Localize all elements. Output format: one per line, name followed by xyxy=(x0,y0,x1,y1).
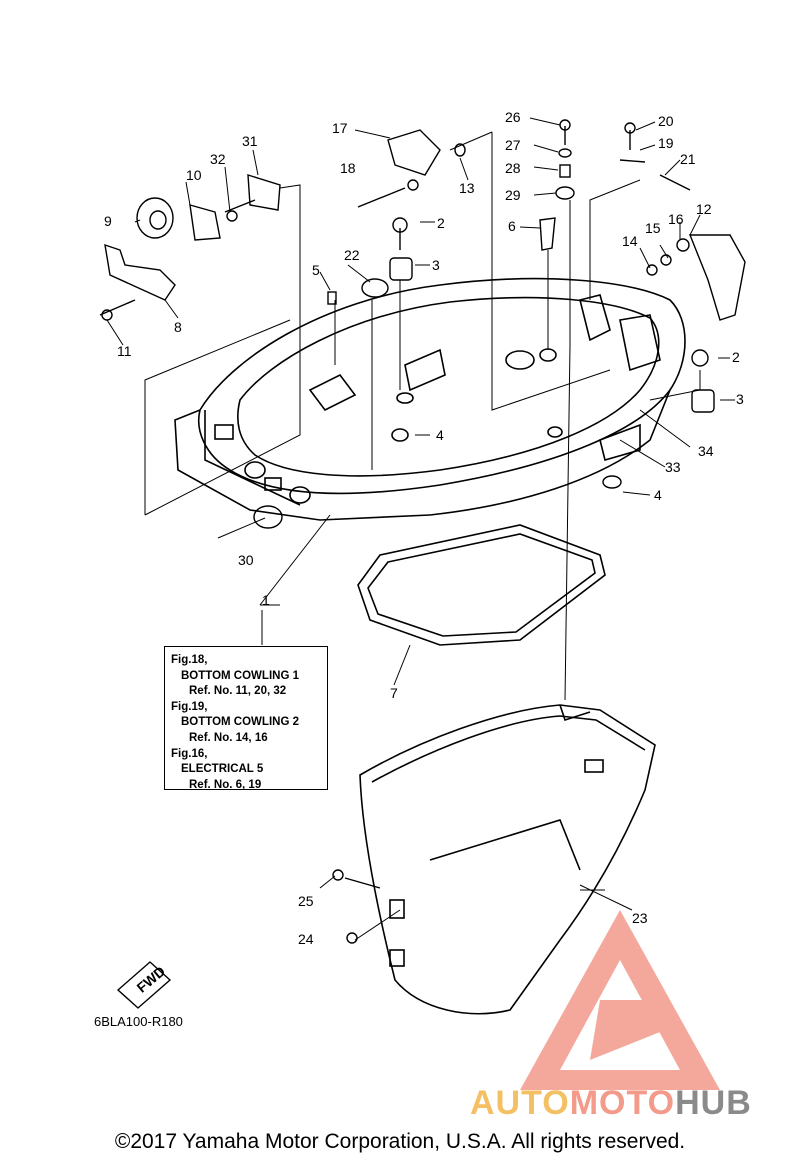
ref-line: Ref. No. 14, 16 xyxy=(189,731,268,744)
callout-31: 31 xyxy=(242,133,258,149)
callout-9: 9 xyxy=(104,213,112,229)
watermark-moto: MOTO xyxy=(569,1084,676,1122)
callout-2: 2 xyxy=(437,215,445,231)
callout-13: 13 xyxy=(459,180,475,196)
bottom-cowling-body xyxy=(174,277,686,521)
watermark-auto: AUTO xyxy=(470,1084,570,1122)
callout-23: 23 xyxy=(632,910,648,926)
callout-19: 19 xyxy=(658,135,674,151)
ref-line: Ref. No. 6, 19 xyxy=(189,778,262,791)
callout-17: 17 xyxy=(332,120,348,136)
callout-25: 25 xyxy=(298,893,314,909)
callout-33: 33 xyxy=(665,459,681,475)
callout-22: 22 xyxy=(344,247,360,263)
diagram-part-code: 6BLA100-R180 xyxy=(94,1014,183,1029)
callout-32: 32 xyxy=(210,151,226,167)
lower-cover-23 xyxy=(359,704,656,1015)
callout-4: 4 xyxy=(436,427,444,443)
callout-18: 18 xyxy=(340,160,356,176)
callout-4: 4 xyxy=(654,487,662,503)
callout-34: 34 xyxy=(698,443,714,459)
fwd-arrow-icon: FWD xyxy=(116,961,172,1009)
watermark-text: AUTOMOTOHUB xyxy=(470,1084,752,1123)
leader-lines xyxy=(106,117,735,941)
callout-3: 3 xyxy=(736,391,744,407)
callout-30: 30 xyxy=(238,552,254,568)
callout-15: 15 xyxy=(645,220,661,236)
small-parts xyxy=(99,119,746,944)
callout-16: 16 xyxy=(668,211,684,227)
callout-2: 2 xyxy=(732,349,740,365)
callout-8: 8 xyxy=(174,319,182,335)
callout-24: 24 xyxy=(298,931,314,947)
callout-21: 21 xyxy=(680,151,696,167)
callout-6: 6 xyxy=(508,218,516,234)
ref-line: Ref. No. 11, 20, 32 xyxy=(189,685,287,698)
ref-line: BOTTOM COWLING 1 xyxy=(181,669,299,682)
ref-line: ELECTRICAL 5 xyxy=(181,763,264,776)
callout-11: 11 xyxy=(117,343,132,359)
watermark-logo xyxy=(520,910,720,1090)
ref-line: Fig.16, xyxy=(171,747,208,760)
callout-27: 27 xyxy=(505,137,521,153)
callout-12: 12 xyxy=(696,201,712,217)
callout-20: 20 xyxy=(658,113,674,129)
watermark-hub: HUB xyxy=(675,1084,752,1122)
callout-7: 7 xyxy=(390,685,398,701)
callout-26: 26 xyxy=(505,109,521,125)
callout-10: 10 xyxy=(186,167,202,183)
callout-5: 5 xyxy=(312,262,320,278)
ref-line: Fig.19, xyxy=(171,700,208,713)
callout-3: 3 xyxy=(432,257,440,273)
fwd-label: FWD xyxy=(133,963,168,996)
callout-1: 1 xyxy=(262,592,270,608)
callout-29: 28 xyxy=(505,160,521,176)
callout-labels: 1 2 2 3 3 4 4 5 6 7 8 9 10 11 12 13 14 1… xyxy=(104,109,744,947)
copyright-notice: ©2017 Yamaha Motor Corporation, U.S.A. A… xyxy=(114,1130,686,1153)
gasket-7 xyxy=(357,524,606,646)
callout-28: 29 xyxy=(505,187,521,203)
figure-reference-box: Fig.18, BOTTOM COWLING 1 Ref. No. 11, 20… xyxy=(164,646,328,791)
callout-14: 14 xyxy=(622,233,638,249)
ref-line: Fig.18, xyxy=(171,654,208,666)
ref-line: BOTTOM COWLING 2 xyxy=(181,716,299,729)
